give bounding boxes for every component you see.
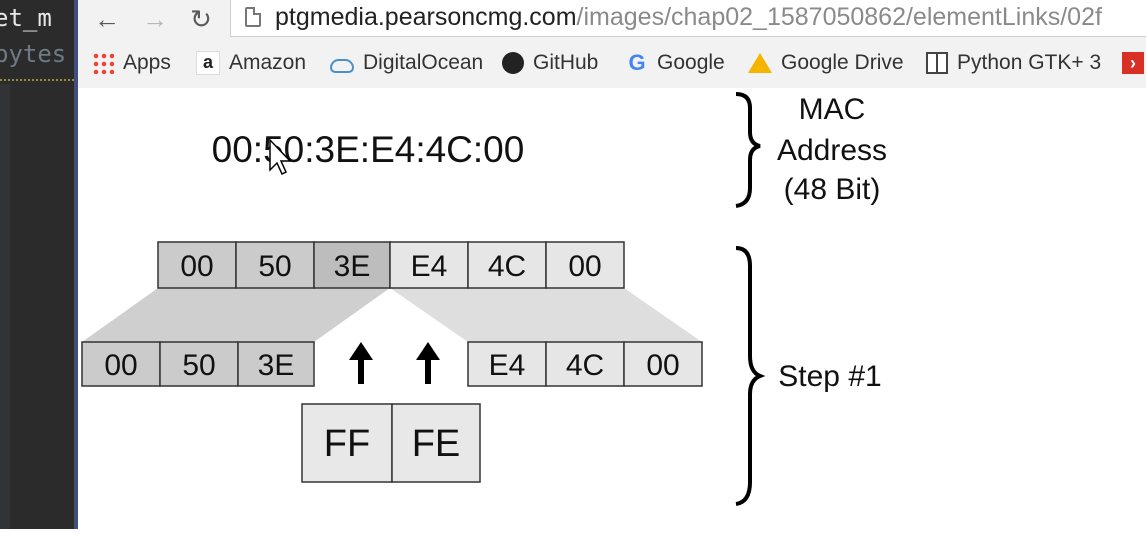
forward-arrow-icon[interactable]: → bbox=[142, 4, 168, 34]
byte-label: 50 bbox=[258, 250, 291, 283]
byte-cell bbox=[389, 241, 469, 289]
byte-label: E4 bbox=[489, 349, 526, 382]
bookmark-google[interactable]: G Google bbox=[626, 48, 725, 78]
bookmark-label: Google Drive bbox=[781, 51, 904, 74]
split-connector-right bbox=[390, 288, 702, 342]
bookmark-label: Apps bbox=[123, 51, 171, 74]
byte-label: FF bbox=[324, 423, 370, 465]
brace-bottom-icon bbox=[735, 246, 766, 506]
up-arrow-icon bbox=[349, 342, 373, 384]
brace-label-top: (48 Bit) bbox=[784, 173, 881, 206]
bookmark-apps[interactable]: Apps bbox=[92, 48, 171, 78]
mouse-cursor-icon bbox=[269, 138, 292, 176]
editor-edge bbox=[74, 0, 78, 529]
bookmark-amazon[interactable]: a Amazon bbox=[196, 48, 306, 78]
byte-label: 00 bbox=[104, 349, 137, 382]
byte-label: 4C bbox=[488, 250, 526, 283]
byte-label: 00 bbox=[180, 250, 213, 283]
brace-label-top: Address bbox=[777, 134, 887, 167]
bookmark-label: GitHub bbox=[533, 51, 599, 74]
url-path: /images/chap02_1587050862/elementLinks/0… bbox=[576, 3, 1102, 31]
amazon-icon: a bbox=[196, 51, 220, 75]
split-connector-left bbox=[82, 288, 390, 342]
brace-top-icon bbox=[735, 92, 761, 208]
byte-label: 50 bbox=[182, 349, 215, 382]
editor-line: bytes bbox=[0, 40, 67, 68]
google-drive-icon bbox=[748, 53, 772, 73]
page-content: 00:50:3E:E4:4C:00 MAC Address (48 Bit) S… bbox=[78, 88, 1146, 529]
byte-cell bbox=[545, 241, 625, 289]
byte-cell bbox=[235, 241, 315, 289]
byte-cell bbox=[81, 341, 161, 387]
byte-cell bbox=[545, 341, 625, 387]
byte-cell bbox=[467, 341, 547, 387]
byte-cell bbox=[159, 341, 239, 387]
page-icon bbox=[245, 7, 261, 27]
google-icon: G bbox=[628, 50, 646, 75]
digitalocean-icon bbox=[330, 59, 354, 73]
bookmark-digitalocean[interactable]: DigitalOcean bbox=[330, 48, 483, 78]
apps-grid-icon bbox=[92, 52, 114, 74]
editor-squiggle bbox=[0, 76, 78, 81]
code-editor-strip: et_m bytes bbox=[0, 0, 78, 529]
byte-label: FE bbox=[412, 423, 461, 465]
github-icon bbox=[502, 52, 524, 74]
address-bar-url[interactable]: ptgmedia.pearsoncmg.com/images/chap02_15… bbox=[275, 3, 1102, 32]
chevron-right-icon: › bbox=[1122, 52, 1144, 74]
address-bar[interactable]: ptgmedia.pearsoncmg.com/images/chap02_15… bbox=[230, 0, 1146, 37]
top-row: 00 50 3E E4 4C 00 bbox=[157, 241, 625, 289]
browser-chrome: ← → ↻ ptgmedia.pearsoncmg.com/images/cha… bbox=[78, 0, 1146, 89]
back-arrow-icon[interactable]: ← bbox=[94, 4, 120, 34]
byte-cell bbox=[237, 341, 315, 387]
left-row: 00 50 3E bbox=[81, 341, 315, 387]
bookmark-label: Google bbox=[657, 51, 725, 74]
byte-label: 4C bbox=[566, 349, 604, 382]
brace-label-bottom: Step #1 bbox=[778, 360, 881, 393]
brace-label-top: MAC bbox=[799, 93, 866, 126]
bookmark-label: DigitalOcean bbox=[363, 51, 484, 74]
bookmarks-bar: Apps a Amazon DigitalOcean GitHub G Google… bbox=[78, 44, 1146, 84]
byte-cell bbox=[313, 241, 391, 289]
up-arrow-icon bbox=[416, 342, 440, 384]
byte-label: E4 bbox=[411, 250, 448, 283]
byte-cell bbox=[391, 403, 481, 483]
byte-label: 3E bbox=[334, 250, 371, 283]
editor-line: et_m bbox=[0, 4, 52, 32]
editor-gutter bbox=[0, 84, 10, 529]
bookmark-label: Amazon bbox=[229, 51, 307, 74]
byte-cell bbox=[623, 341, 703, 387]
mac-address-text: 00:50:3E:E4:4C:00 bbox=[212, 129, 525, 170]
python-gtk-icon bbox=[926, 52, 948, 74]
byte-label: 00 bbox=[646, 349, 679, 382]
bookmark-overflow[interactable]: › bbox=[1122, 48, 1146, 78]
eui64-diagram: 00:50:3E:E4:4C:00 MAC Address (48 Bit) S… bbox=[81, 92, 887, 506]
insert-row: FF FE bbox=[301, 403, 481, 483]
bookmark-python-gtk[interactable]: Python GTK+ 3 bbox=[926, 48, 1101, 78]
bookmark-google-drive[interactable]: Google Drive bbox=[748, 48, 904, 78]
byte-label: 00 bbox=[568, 250, 601, 283]
bookmark-label: Python GTK+ 3 bbox=[957, 51, 1102, 74]
reload-icon[interactable]: ↻ bbox=[190, 4, 212, 34]
right-row: E4 4C 00 bbox=[467, 341, 703, 387]
byte-label: 3E bbox=[258, 349, 295, 382]
url-host: ptgmedia.pearsoncmg.com bbox=[275, 3, 577, 31]
bookmark-github[interactable]: GitHub bbox=[502, 48, 598, 78]
